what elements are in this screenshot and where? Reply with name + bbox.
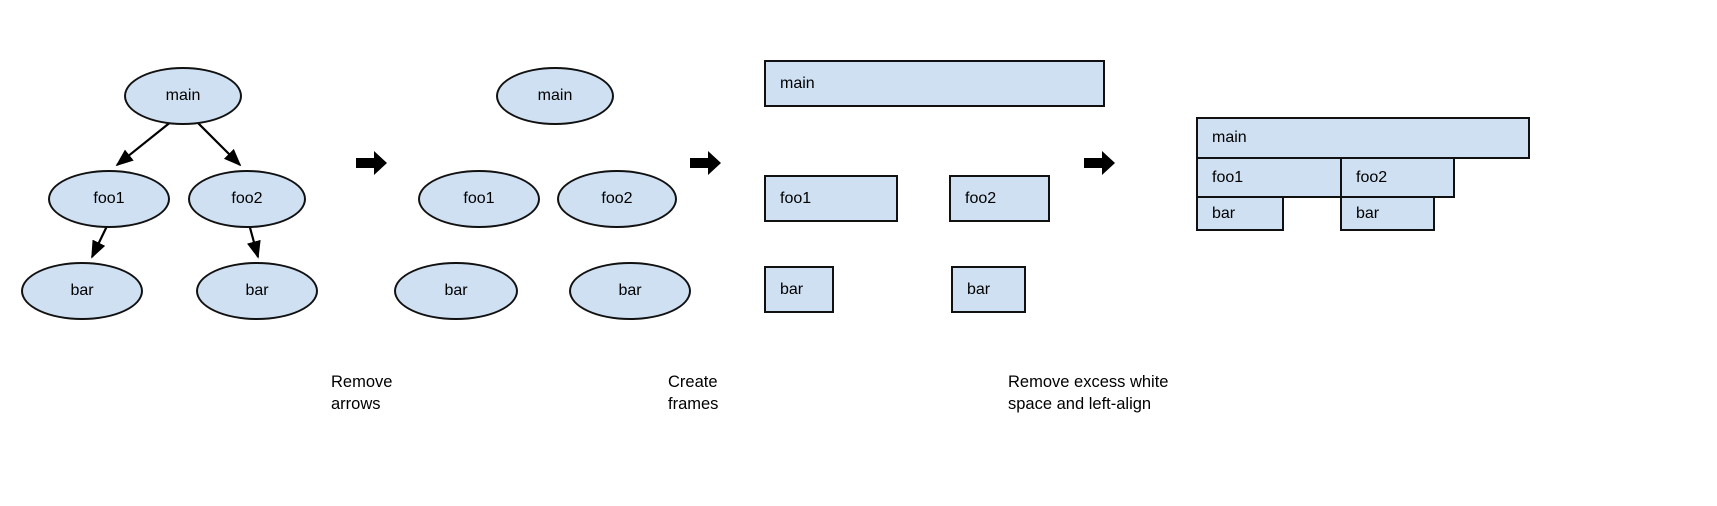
node-foo1[interactable]: foo1	[418, 170, 540, 228]
flame-frame-label: bar	[1356, 204, 1380, 222]
node-label: bar	[70, 282, 94, 299]
node-bar-left[interactable]: bar	[21, 262, 143, 320]
flame-frame-bar-left[interactable]: bar	[1196, 196, 1284, 231]
node-label: bar	[444, 282, 468, 299]
node-foo1[interactable]: foo1	[48, 170, 170, 228]
node-label: bar	[245, 282, 269, 299]
frame-main[interactable]: main	[764, 60, 1105, 107]
frame-label: main	[780, 74, 815, 92]
node-bar-left[interactable]: bar	[394, 262, 518, 320]
node-main[interactable]: main	[496, 67, 614, 125]
flame-frame-label: bar	[1212, 204, 1236, 222]
flame-frame-bar-right[interactable]: bar	[1340, 196, 1435, 231]
node-label: main	[165, 87, 201, 104]
edge-foo2-bar	[247, 223, 261, 259]
node-main[interactable]: main	[124, 67, 242, 125]
node-label: foo2	[231, 190, 263, 207]
caption-create-frames: Create frames	[668, 373, 719, 413]
node-foo2[interactable]: foo2	[188, 170, 306, 228]
arrow-step-1-icon	[356, 150, 388, 176]
edge-foo1-bar	[91, 223, 109, 259]
node-label: bar	[618, 282, 642, 299]
edge-main-foo2	[195, 120, 242, 167]
node-label: main	[537, 87, 573, 104]
flame-frame-foo2[interactable]: foo2	[1340, 157, 1455, 198]
caption-remove-white-space: Remove excess white space and left-align	[1008, 373, 1169, 413]
flame-frame-label: foo2	[1356, 168, 1388, 186]
flame-frame-foo1[interactable]: foo1	[1196, 157, 1342, 198]
node-label: foo1	[93, 190, 125, 207]
flame-frame-main[interactable]: main	[1196, 117, 1530, 159]
node-label: foo1	[463, 190, 495, 207]
frame-foo2[interactable]: foo2	[949, 175, 1050, 222]
arrow-step-3-icon	[1084, 150, 1116, 176]
node-foo2[interactable]: foo2	[557, 170, 677, 228]
frame-label: bar	[967, 280, 991, 298]
frame-label: foo2	[965, 189, 997, 207]
node-bar-right[interactable]: bar	[569, 262, 691, 320]
edge-main-foo1	[115, 120, 173, 167]
flame-frame-label: main	[1212, 129, 1247, 146]
arrow-step-2-icon	[690, 150, 722, 176]
frame-foo1[interactable]: foo1	[764, 175, 898, 222]
frame-bar-left[interactable]: bar	[764, 266, 834, 313]
node-label: foo2	[601, 190, 633, 207]
frame-label: foo1	[780, 189, 812, 207]
frame-bar-right[interactable]: bar	[951, 266, 1026, 313]
frame-label: bar	[780, 280, 804, 298]
flame-frame-label: foo1	[1212, 168, 1244, 186]
caption-remove-arrows: Remove arrows	[331, 373, 393, 413]
node-bar-right[interactable]: bar	[196, 262, 318, 320]
